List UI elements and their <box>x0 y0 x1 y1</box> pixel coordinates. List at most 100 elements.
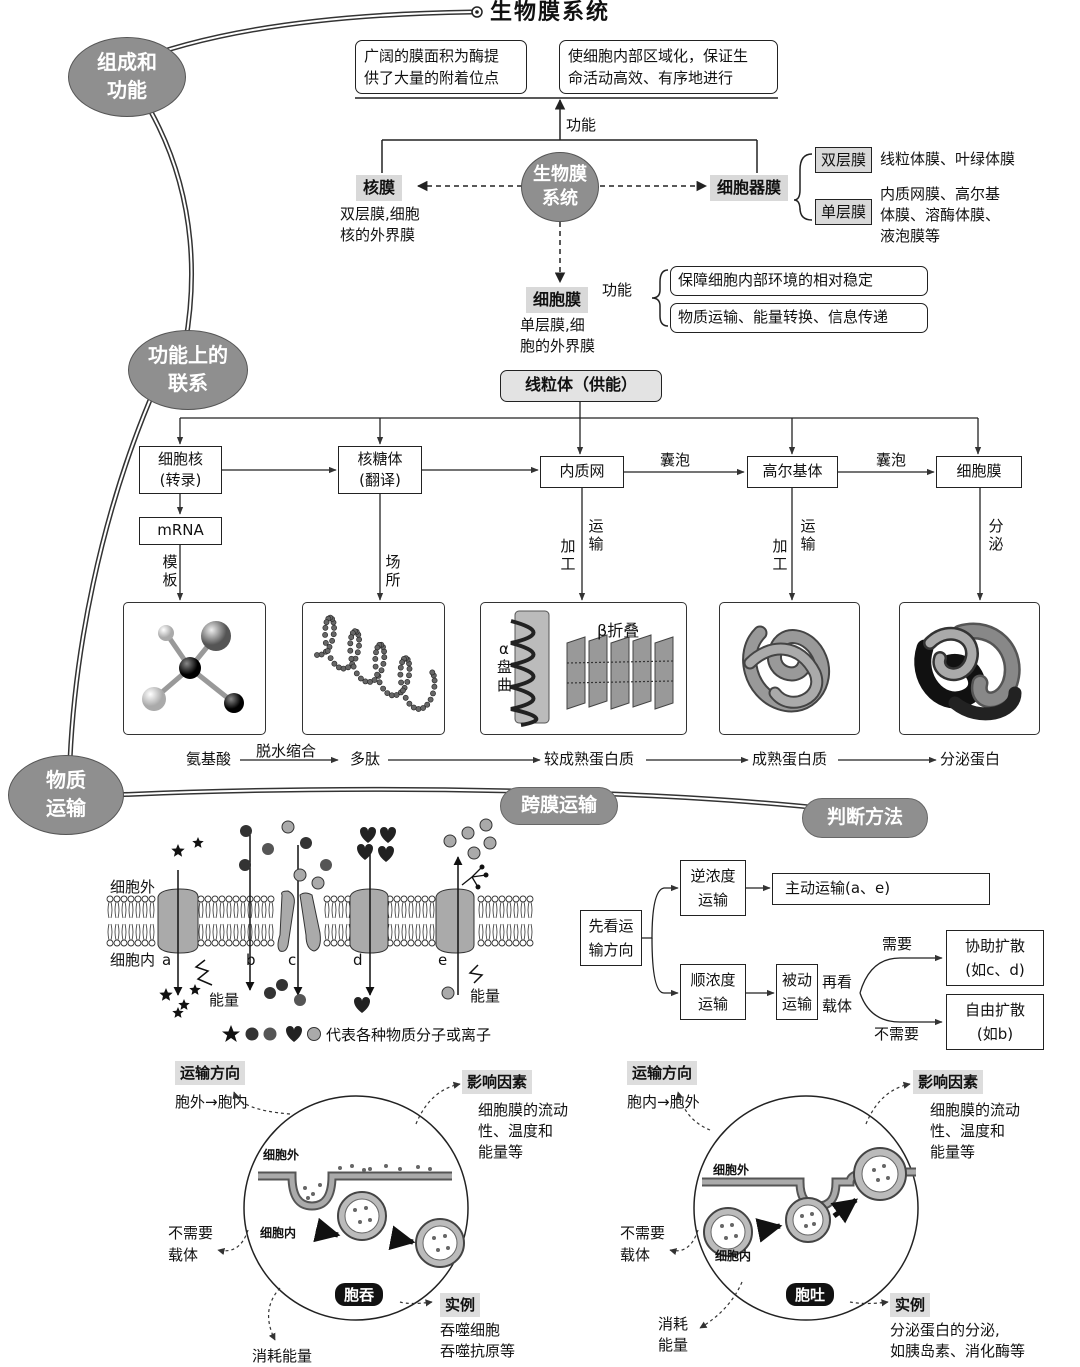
amino-acid-bead <box>347 647 354 654</box>
lipid-tail <box>135 901 141 919</box>
amino-acid-image <box>123 602 266 735</box>
lipid-head <box>407 895 415 903</box>
lipid-tail <box>240 923 246 941</box>
amino-acid-bead <box>330 631 337 638</box>
lipid-tail <box>261 901 267 919</box>
endo-factor-text: 细胞膜的流动性、温度和能量等 <box>478 1101 569 1161</box>
cell-membrane-label: 细胞膜 <box>526 287 589 313</box>
lipid-tail <box>114 923 120 941</box>
amino-acid-bead <box>329 637 335 644</box>
lipid-head <box>218 939 226 947</box>
amino-acid-bead <box>356 636 362 643</box>
mature-protein-image <box>719 602 860 735</box>
protein-a-label: a <box>162 951 172 969</box>
amino-acid-bead <box>420 705 426 711</box>
endo-example-text: 吞噬细胞吞噬抗原等 <box>440 1321 516 1360</box>
lipid-tail <box>121 901 127 919</box>
need-carrier-label: 需要 <box>882 935 913 953</box>
lipid-tail <box>345 923 351 941</box>
molecule-particle <box>262 843 274 855</box>
exocytosis-diagram <box>669 1081 919 1329</box>
lipid-head <box>211 939 219 947</box>
amino-acid-bead <box>397 664 404 671</box>
lipid-tail <box>331 923 337 941</box>
facilitated-diffusion-box: 协助扩散(如c、d) <box>946 930 1044 986</box>
lipid-head <box>337 939 345 947</box>
protein-d-label: d <box>353 951 363 969</box>
star-particle <box>159 988 173 1001</box>
lipid-head <box>232 895 240 903</box>
site-label: 场所 <box>385 553 401 589</box>
lipid-head <box>148 895 156 903</box>
nuclear-membrane-desc: 双层膜,细胞核的外界膜 <box>340 205 420 244</box>
amino-acid-bead <box>427 696 434 703</box>
molecule-particle <box>479 818 493 832</box>
lipid-tail <box>219 901 225 919</box>
amino-acid-bead <box>380 685 386 692</box>
function-box-compartment: 使细胞内部区域化，保证生命活动高效、有序地进行 <box>559 40 778 94</box>
exocytosis-name: 胞吐 <box>786 1283 835 1306</box>
lipid-head <box>400 895 408 903</box>
lipid-head <box>421 939 429 947</box>
lipid-tail <box>499 901 505 919</box>
amino-acid-bead <box>331 660 338 667</box>
heart-particle <box>357 844 373 860</box>
lipid-head <box>113 895 121 903</box>
lipid-head <box>141 939 149 947</box>
passive-transport-box: 被动运输 <box>776 964 818 1020</box>
see-carrier-label: 再看载体 <box>822 973 853 1015</box>
lipid-tail <box>254 901 260 919</box>
amino-acid-bead <box>376 679 383 686</box>
endo-carrier-text: 不需要载体 <box>168 1224 214 1264</box>
lipid-head <box>141 895 149 903</box>
amino-acid-bead <box>353 670 360 677</box>
exo-direction-label: 运输方向 <box>627 1061 698 1085</box>
lipid-head <box>260 895 268 903</box>
signal-molecule <box>461 866 487 888</box>
lipid-head <box>260 939 268 947</box>
signal-node <box>483 872 489 878</box>
chain-secreted-protein: 分泌蛋白 <box>940 750 1001 768</box>
lipid-tail <box>520 923 526 941</box>
molecule-particle <box>461 826 475 840</box>
lipid-head <box>106 939 114 947</box>
amino-acid-bead <box>372 656 379 662</box>
protein-c-label: c <box>288 951 297 969</box>
lipid-tail <box>205 923 211 941</box>
star-particle <box>172 1007 184 1018</box>
free-diffusion-box: 自由扩散(如b) <box>946 994 1044 1050</box>
amino-acid-bead <box>402 694 409 701</box>
lipid-head <box>225 939 233 947</box>
transport-label-2: 运输 <box>800 517 816 553</box>
amino-acid-bead <box>362 678 369 685</box>
lipid-head <box>484 939 492 947</box>
amino-acid-bead <box>406 672 412 679</box>
molecule-particle <box>300 837 312 849</box>
lipid-head <box>323 895 331 903</box>
amino-acid-bead <box>323 619 330 626</box>
molecule-particle <box>483 836 497 850</box>
lipid-tail <box>506 923 512 941</box>
molecule-particle <box>467 846 481 860</box>
lipid-tail <box>387 923 393 941</box>
lipid-head <box>323 939 331 947</box>
polypeptide-image <box>302 602 445 735</box>
lipid-head <box>197 895 205 903</box>
endo-direction: 胞外→胞内 <box>175 1093 248 1111</box>
tertiary-structure <box>742 625 831 713</box>
molecule-particle <box>240 825 252 837</box>
transmembrane-label: 跨膜运输 <box>500 787 618 825</box>
double-membrane-text: 线粒体膜、叶绿体膜 <box>880 150 1016 168</box>
lipid-head <box>512 939 520 947</box>
no-need-carrier-label: 不需要 <box>874 1025 920 1043</box>
amino-acid-bead <box>324 648 331 654</box>
center-node-membrane-system: 生物膜系统 <box>521 152 599 222</box>
lipid-tail <box>499 923 505 941</box>
legend-text: 代表各种物质分子或离子 <box>326 1026 492 1044</box>
lipid-head <box>526 939 534 947</box>
lipid-tail <box>338 901 344 919</box>
lipid-tail <box>345 901 351 919</box>
lipid-head <box>211 895 219 903</box>
legend-symbols <box>222 1025 321 1042</box>
amino-acid-bead <box>429 669 436 676</box>
